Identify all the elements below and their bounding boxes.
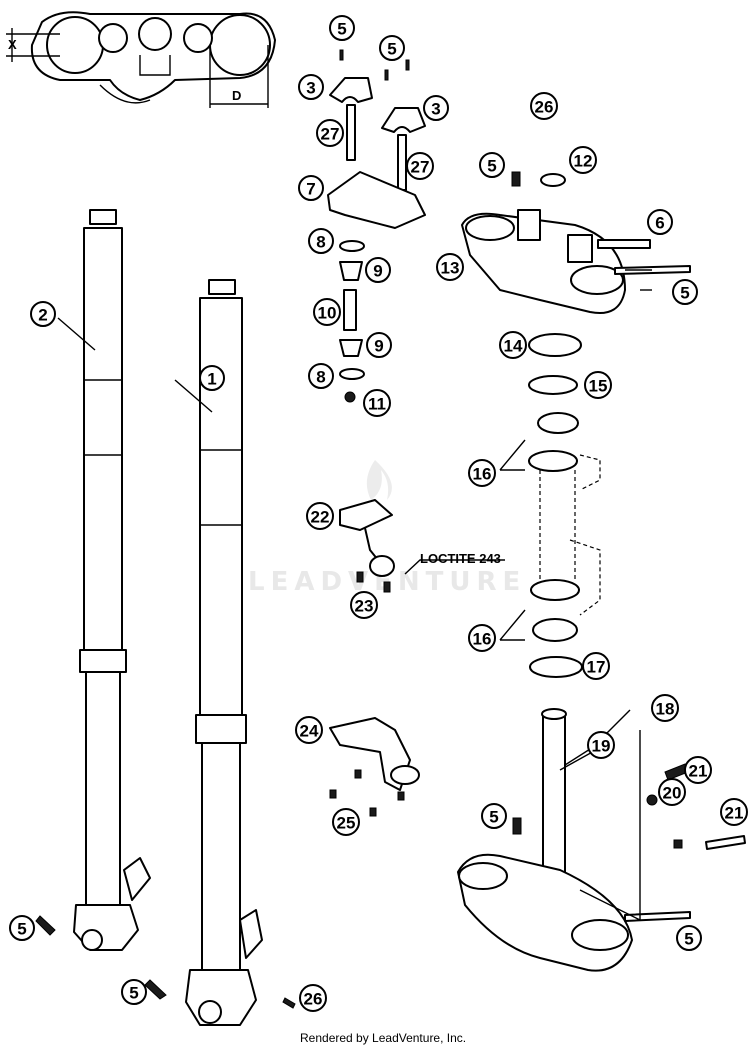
callout-label: 16 [473,465,492,484]
callout-label: 23 [355,597,374,616]
dimension-x-label: X [8,37,17,52]
lower-triple-clamp [457,708,746,972]
callout-9: 9 [365,257,391,283]
callout-label: 5 [680,284,689,303]
watermark-flame-icon [366,460,392,500]
callout-label: 17 [587,658,606,677]
cable-guide: LOCTITE 243 [339,499,505,593]
callout-label: 7 [306,180,315,199]
callout-label: 20 [663,784,682,803]
callout-27: 27 [406,152,434,180]
triple-clamp-top-view: X D [6,11,276,108]
callout-22: 22 [306,502,334,530]
callout-label: 6 [655,214,664,233]
callout-5: 5 [379,35,405,61]
callout-label: 21 [725,804,744,823]
callout-label: 9 [374,337,383,356]
callout-label: 5 [387,40,396,59]
callout-label: 5 [17,920,26,939]
steering-bearings [499,333,601,678]
callout-5: 5 [121,979,147,1005]
callout-label: 12 [574,152,593,171]
callout-5: 5 [479,152,505,178]
fork-leg-2 [73,209,151,951]
callout-label: 16 [473,630,492,649]
callout-label: 24 [300,722,319,741]
callout-10: 10 [313,298,341,326]
handlebar-clamp-parts [327,49,426,403]
callout-label: 5 [684,930,693,949]
callout-26: 26 [299,984,327,1012]
credit-text: Rendered by LeadVenture, Inc. [300,1031,466,1045]
callout-label: 3 [431,100,440,119]
dimension-d-label: D [232,88,241,103]
callout-25: 25 [332,808,360,836]
callout-label: 14 [504,337,523,356]
fork-screws [35,915,296,1009]
callout-21: 21 [720,798,748,826]
callout-7: 7 [298,175,324,201]
callout-13: 13 [436,253,464,281]
callout-label: 15 [589,377,608,396]
callout-18: 18 [651,694,679,722]
callout-16: 16 [468,459,496,487]
callout-label: 5 [489,808,498,827]
fork-leg-1 [185,279,263,1026]
callout-11: 11 [363,389,391,417]
callout-layer: 1233555555556788991011121314151616171819… [9,15,748,1012]
callout-20: 20 [658,778,686,806]
callout-16: 16 [468,624,496,652]
callout-label: 9 [373,262,382,281]
callout-2: 2 [30,301,56,327]
callout-label: 5 [337,20,346,39]
callout-5: 5 [9,915,35,941]
callout-8: 8 [308,228,334,254]
callout-label: 11 [368,395,386,414]
callout-27: 27 [316,119,344,147]
callout-label: 25 [337,814,356,833]
callout-label: 26 [304,990,323,1009]
callout-5: 5 [676,925,702,951]
callout-14: 14 [499,331,527,359]
callout-label: 13 [441,259,460,278]
callout-label: 8 [316,233,325,252]
callout-19: 19 [587,731,615,759]
callout-label: 26 [535,98,554,117]
callout-6: 6 [647,209,673,235]
callout-23: 23 [350,591,378,619]
callout-15: 15 [584,371,612,399]
callout-9: 9 [366,332,392,358]
callout-21: 21 [684,756,712,784]
brake-line-bracket [329,717,420,817]
callout-1: 1 [199,365,225,391]
callout-3: 3 [423,95,449,121]
callout-label: 8 [316,368,325,387]
callout-label: 19 [592,737,611,756]
callout-label: 5 [129,984,138,1003]
callout-24: 24 [295,716,323,744]
callout-5: 5 [672,279,698,305]
callout-label: 10 [318,304,337,323]
callout-3: 3 [298,74,324,100]
callout-label: 18 [656,700,675,719]
callout-label: 27 [321,125,340,144]
callout-5: 5 [481,803,507,829]
callout-8: 8 [308,363,334,389]
callout-12: 12 [569,146,597,174]
callout-label: 2 [38,306,47,325]
callout-label: 22 [311,508,330,527]
callout-label: 5 [487,157,496,176]
callout-5: 5 [329,15,355,41]
upper-triple-clamp [461,171,691,314]
callout-label: 27 [411,158,430,177]
callout-17: 17 [582,652,610,680]
callout-26: 26 [530,92,558,120]
callout-label: 3 [306,79,315,98]
loctite-annotation: LOCTITE 243 [420,551,501,566]
callout-label: 1 [207,370,216,389]
callout-label: 21 [689,762,708,781]
